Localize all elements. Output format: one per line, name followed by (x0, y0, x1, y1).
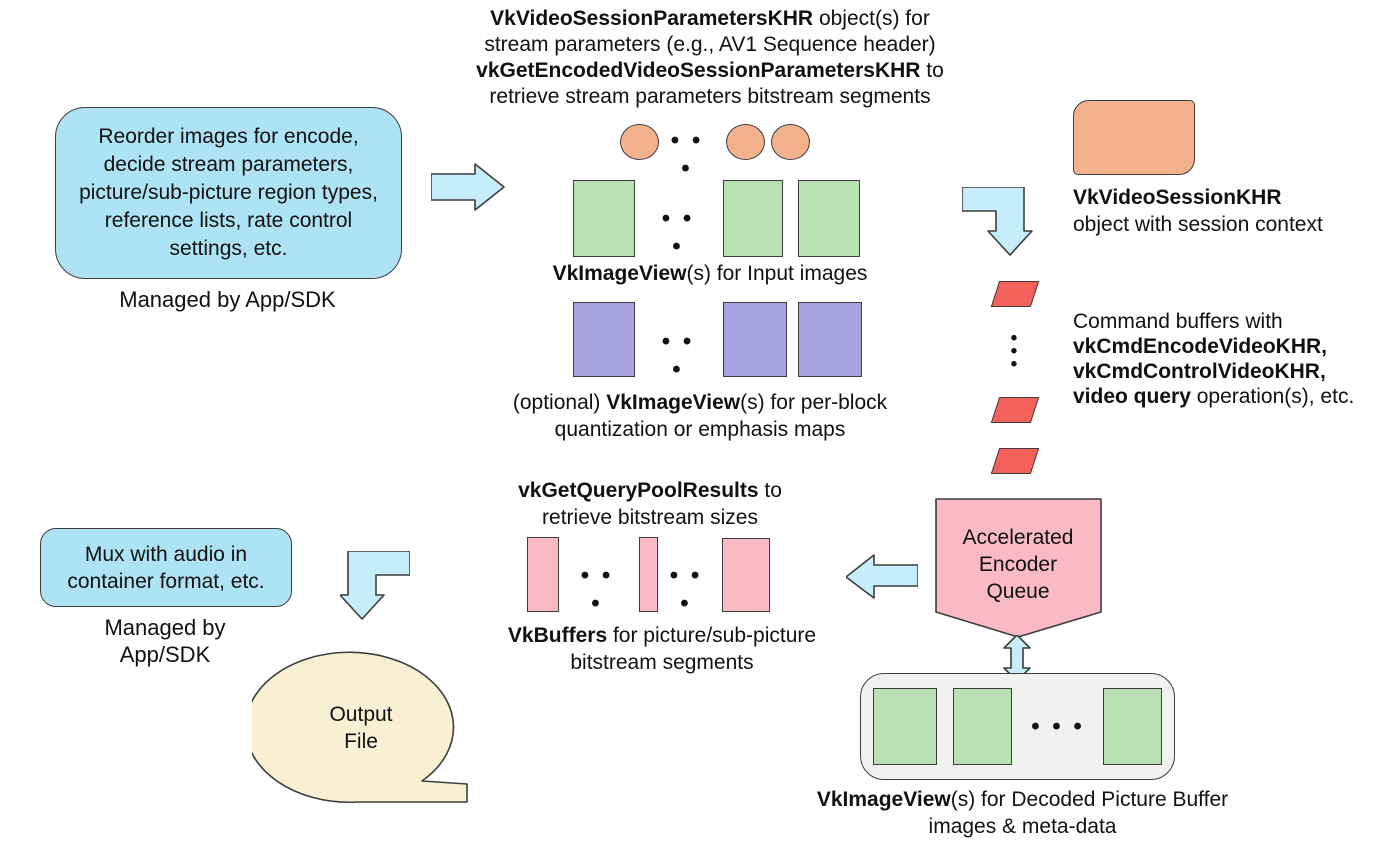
ellipsis-dots: • • • (670, 127, 704, 182)
encoder-queue-label: Accelerated Encoder Queue (962, 526, 1074, 603)
elbow-arrow-down (962, 187, 1033, 256)
note-line-2: stream parameters (e.g., AV1 Sequence he… (484, 33, 936, 56)
bitstream-buffer-bar (639, 537, 658, 612)
flow-arrow-right (431, 163, 505, 211)
quant-maps-label: (optional) VkImageView(s) for per-block … (512, 391, 888, 441)
session-params-ellipse (620, 124, 659, 160)
reorder-box: Reorder images for encode, decide stream… (55, 107, 402, 279)
video-session-label: VkVideoSessionKHR object with session co… (1073, 186, 1323, 236)
managed-caption-top: Managed by App/SDK (119, 287, 336, 312)
command-buffers-label: Command buffers with vkCmdEncodeVideoKHR… (1073, 310, 1355, 408)
bitstream-buffer-bar (722, 538, 770, 612)
input-images-label: VkImageView(s) for Input images (552, 262, 868, 285)
flow-arrow-left (846, 554, 918, 599)
quant-map-rect (573, 302, 635, 377)
dpb-label: VkImageView(s) for Decoded Picture Buffe… (816, 788, 1229, 838)
stream-parameters-note: VkVideoSessionParametersKHR object(s) fo… (460, 6, 960, 110)
ellipsis-dots: • • • (661, 205, 695, 260)
query-pool-label: vkGetQueryPoolResults to retrieve bitstr… (518, 479, 782, 529)
quant-map-rect (798, 302, 862, 377)
ellipsis-dots: • • • (661, 328, 695, 383)
ellipsis-dots: • • • (580, 562, 614, 617)
input-image-rect (723, 180, 783, 257)
note-line-1: VkVideoSessionParametersKHR object(s) fo… (490, 7, 930, 30)
managed-caption-bottom: Managed by App/SDK (104, 615, 226, 667)
video-session-box (1073, 100, 1195, 175)
input-image-rect (573, 180, 635, 257)
bitstream-buffers-label: VkBuffers for picture/sub-picture bitstr… (507, 624, 817, 674)
dpb-image-rect (953, 688, 1012, 765)
session-params-ellipse (771, 124, 810, 160)
bitstream-buffer-bar (527, 537, 559, 612)
note-line-3: vkGetEncodedVideoSessionParametersKHR to (476, 59, 944, 82)
input-image-rect (798, 180, 860, 257)
vertical-ellipsis-dots: • • • (1010, 328, 1018, 375)
encoder-queue-pentagon (935, 498, 1102, 638)
ellipsis-dots: • • • (1031, 713, 1085, 740)
session-params-ellipse (726, 124, 765, 160)
bidirectional-arrow (1003, 635, 1031, 681)
command-buffer-parallelogram (990, 281, 1040, 307)
command-buffer-parallelogram (990, 448, 1040, 474)
dpb-image-rect (873, 688, 937, 765)
dpb-image-rect (1103, 688, 1162, 765)
reorder-box-text: Reorder images for encode, decide stream… (79, 125, 378, 260)
command-buffer-parallelogram (990, 397, 1040, 423)
quant-map-rect (723, 302, 787, 377)
output-file-shape (252, 651, 468, 804)
mux-box: Mux with audio in container format, etc. (40, 528, 292, 607)
output-file-label: Output File (329, 703, 393, 753)
elbow-arrow-down-left (340, 551, 410, 620)
ellipsis-dots: • • • (669, 562, 703, 617)
note-line-4: retrieve stream parameters bitstream seg… (489, 85, 931, 108)
mux-box-text: Mux with audio in container format, etc. (67, 542, 265, 593)
